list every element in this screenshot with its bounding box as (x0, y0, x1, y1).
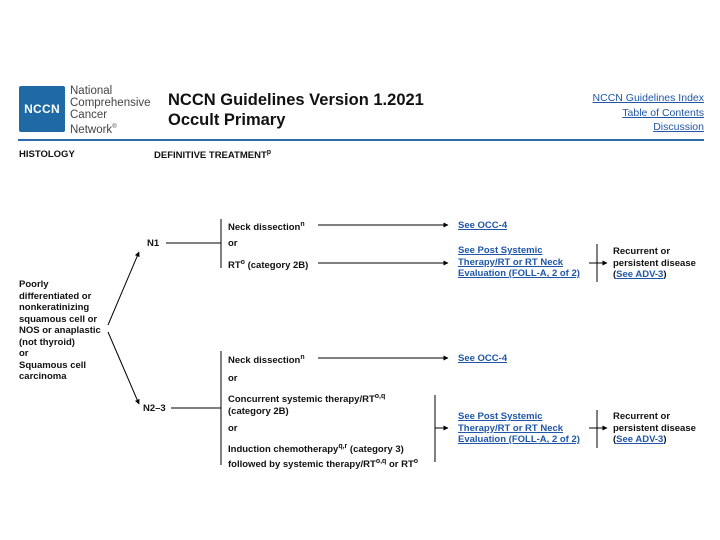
n2-3-or-connector-2: or (228, 423, 238, 434)
logo-name-line: Network® (70, 121, 151, 136)
footnote-marker: n (300, 354, 305, 361)
outcome-link-line: (See ADV-3) (613, 434, 667, 445)
logo-organization-name: National Comprehensive Cancer Network® (70, 85, 151, 136)
option-line: Induction chemotherapyq,r (category 3) (228, 441, 418, 456)
histology-line: Squamous cell (19, 359, 87, 371)
n2-3-stage-label: N2–3 (143, 403, 166, 414)
option-line: (category 2B) (228, 405, 289, 417)
treatment-header-footnote: p (266, 149, 272, 156)
footnote-marker: n (300, 221, 305, 228)
n23-option3-or-rt: or RT (386, 458, 414, 470)
n2-3-induction-chemo-option: Induction chemotherapyq,r (category 3) f… (228, 441, 418, 470)
n1-stage-label: N1 (147, 238, 160, 249)
footnote-marker: o (240, 259, 245, 266)
title-guideline-version: NCCN Guidelines Version 1.2021 (168, 91, 424, 109)
histology-line: Poorly (19, 279, 49, 290)
title-topic: Occult Primary (168, 111, 286, 129)
top-navigation-links: NCCN Guidelines Index Table of Contents … (593, 91, 704, 135)
link-line[interactable]: See Post Systemic (458, 411, 543, 422)
discussion-link[interactable]: Discussion (653, 121, 704, 133)
logo-name-word: Network (70, 123, 113, 136)
link-line[interactable]: Evaluation (FOLL-A, 2 of 2) (458, 434, 580, 445)
histology-line: or (19, 348, 29, 359)
histology-description: Poorly differentiated or nonkeratinizing… (19, 279, 117, 383)
treatment-header-text: DEFINITIVE TREATMENT (154, 150, 267, 162)
n23-option3-followup: followed by systemic therapy/RT (228, 458, 376, 470)
n1-option1-text: Neck dissection (228, 222, 301, 234)
histology-line: squamous cell or (19, 313, 98, 325)
n23-option2-text: Concurrent systemic therapy/RT (228, 394, 375, 406)
n23-option3-text: Induction chemotherapy (228, 444, 339, 456)
n1-neck-dissection-option: Neck dissectionn (228, 219, 305, 234)
n23-option3-category: (category 3) (347, 444, 404, 456)
outcome-line: persistent disease (613, 257, 696, 269)
n1-see-occ4-link[interactable]: See OCC-4 (458, 220, 508, 231)
n1-see-adv3-link[interactable]: See ADV-3 (616, 269, 664, 280)
definitive-treatment-column-header: DEFINITIVE TREATMENTp (154, 149, 271, 161)
logo-name-line: Cancer (70, 109, 108, 121)
logo-name-line: National (70, 85, 113, 97)
guidelines-index-link[interactable]: NCCN Guidelines Index (592, 92, 704, 104)
histology-line: NOS or anaplastic (19, 325, 101, 336)
option-line: Concurrent systemic therapy/RTo,q (228, 391, 385, 406)
n1-rt-option: RTo (category 2B) (228, 257, 308, 272)
n2-3-neck-dissection-option: Neck dissectionn (228, 352, 305, 367)
table-of-contents-link[interactable]: Table of Contents (622, 106, 704, 119)
footnote-marker: o,q (374, 393, 386, 400)
n1-option2-text: RT (228, 260, 241, 272)
n1-option2-category: (category 2B) (244, 260, 309, 272)
outcome-line: persistent disease (613, 422, 696, 434)
n2-3-or-connector: or (228, 373, 238, 384)
n2-3-outcome: Recurrent or persistent disease (See ADV… (613, 411, 696, 446)
outcome-line: Recurrent or (613, 411, 671, 422)
n2-3-see-occ4-link[interactable]: See OCC-4 (458, 353, 508, 364)
n1-outcome: Recurrent or persistent disease (See ADV… (613, 246, 696, 281)
footnote-marker: o,q (375, 457, 387, 465)
logo-name-line: Comprehensive (70, 97, 151, 109)
link-line[interactable]: Therapy/RT or RT Neck (458, 422, 564, 434)
link-line[interactable]: Therapy/RT or RT Neck (458, 256, 564, 268)
n1-or-connector: or (228, 238, 238, 249)
histology-line: carcinoma (19, 371, 67, 382)
histology-line: (not thyroid) (19, 336, 75, 348)
header-divider (18, 139, 704, 141)
footnote-marker: q,r (338, 443, 348, 450)
n2-3-see-adv3-link[interactable]: See ADV-3 (616, 434, 664, 445)
page-title: NCCN Guidelines Version 1.2021 Occult Pr… (168, 90, 424, 130)
footnote-marker: o (413, 457, 419, 465)
n2-3-post-systemic-link[interactable]: See Post Systemic Therapy/RT or RT Neck … (458, 411, 580, 446)
n23-option1-text: Neck dissection (228, 355, 301, 367)
outcome-link-line: (See ADV-3) (613, 269, 667, 280)
link-line[interactable]: Evaluation (FOLL-A, 2 of 2) (458, 268, 580, 279)
n2-3-concurrent-therapy-option: Concurrent systemic therapy/RTo,q (categ… (228, 391, 385, 417)
link-line[interactable]: See Post Systemic (458, 245, 543, 256)
histology-line: differentiated or (19, 290, 92, 302)
histology-line: nonkeratinizing (19, 302, 90, 313)
registered-mark: ® (112, 124, 117, 130)
nccn-logo: NCCN (19, 86, 65, 132)
n1-post-systemic-link[interactable]: See Post Systemic Therapy/RT or RT Neck … (458, 245, 580, 280)
histology-column-header: HISTOLOGY (19, 149, 75, 160)
option-line: followed by systemic therapy/RTo,q or RT… (228, 456, 418, 471)
outcome-line: Recurrent or (613, 246, 671, 257)
